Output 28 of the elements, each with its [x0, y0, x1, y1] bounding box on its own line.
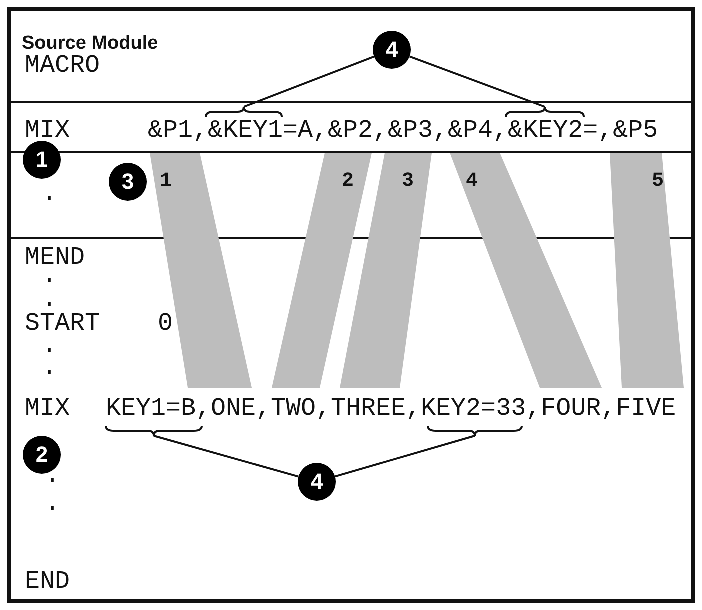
code-line: MIX	[25, 395, 70, 423]
code-line: 0	[158, 310, 174, 338]
callout-number: 4	[298, 463, 336, 501]
parameter-number: 2	[342, 169, 354, 195]
code-line: MACRO	[25, 52, 100, 80]
leader-line	[154, 435, 299, 478]
brace	[505, 106, 585, 118]
heading: Source Module	[22, 32, 158, 55]
callout-number: 1	[23, 141, 61, 179]
code-line: MEND	[25, 244, 86, 272]
callout-number: 2	[23, 436, 61, 474]
parameter-number: 4	[466, 169, 478, 195]
parameter-number: 3	[402, 169, 414, 195]
callout-number: 3	[109, 163, 147, 201]
leader-line	[244, 56, 375, 108]
brace	[105, 426, 203, 437]
callout-number: 4	[373, 31, 411, 69]
ellipsis-dot: .	[45, 490, 60, 518]
leader-line	[409, 56, 546, 108]
code-line: &P1,&KEY1=A,&P2,&P3,&P4,&KEY2=,&P5	[148, 117, 658, 145]
ellipsis-dot: .	[42, 180, 58, 208]
code-line: END	[25, 568, 70, 596]
parameter-number: 5	[652, 169, 664, 195]
leader-line	[334, 435, 476, 478]
code-line: KEY1=B,ONE,TWO,THREE,KEY2=33,FOUR,FIVE	[106, 395, 676, 423]
brace	[427, 426, 523, 437]
brace	[205, 106, 283, 118]
parameter-number: 1	[160, 169, 172, 195]
